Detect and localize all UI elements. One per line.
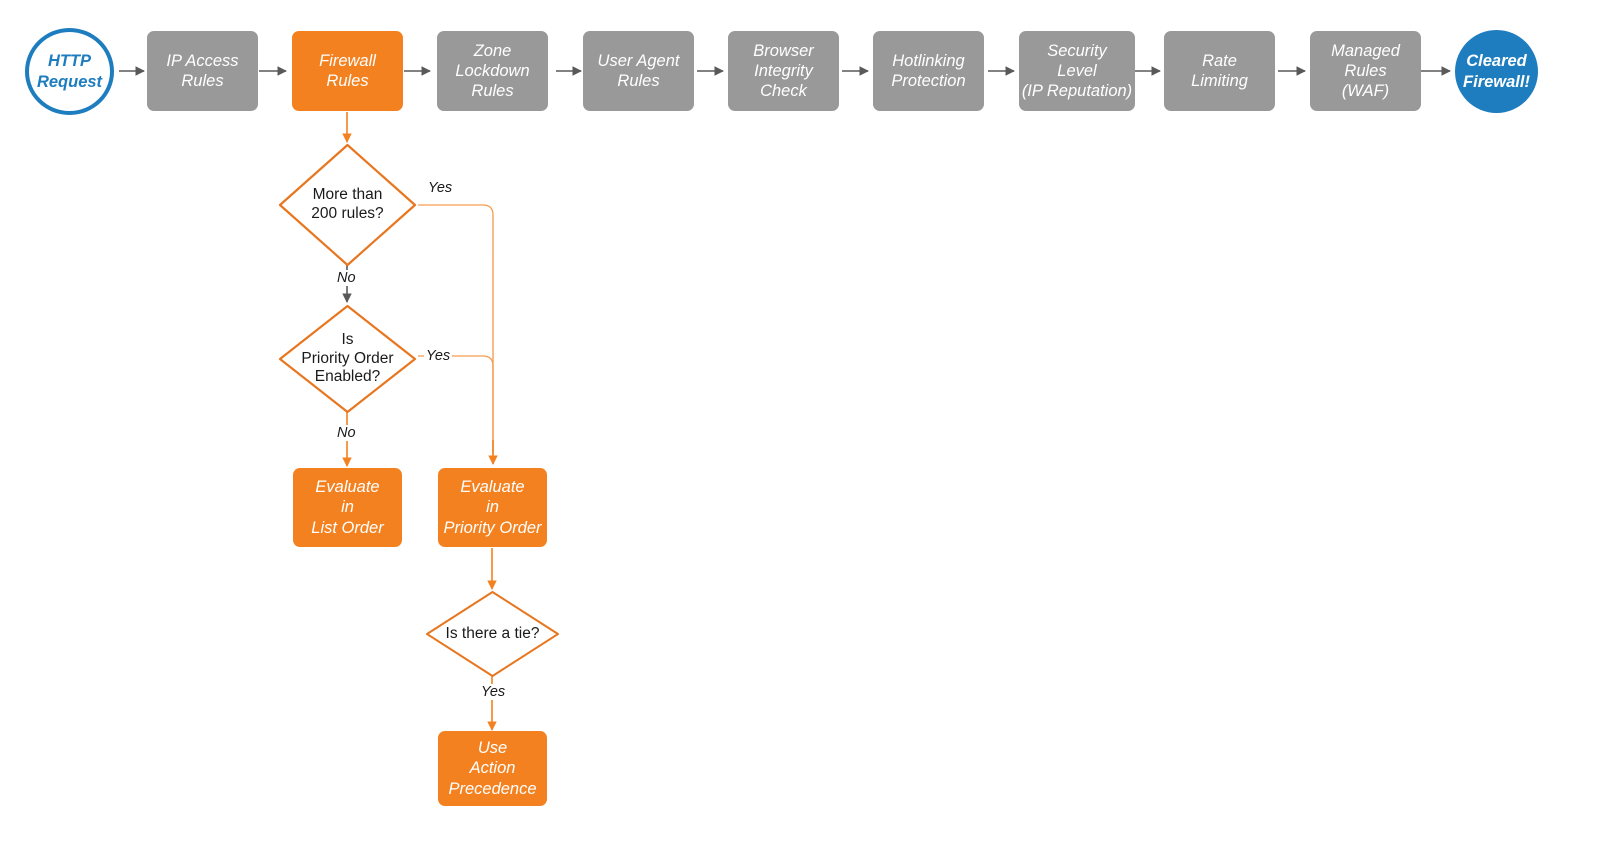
node-is-there-a-tie[interactable]: Is there a tie? bbox=[424, 589, 561, 679]
node-evaluate-in-priority-order[interactable]: Evaluate in Priority Order bbox=[438, 468, 547, 547]
node-browser-integrity-check[interactable]: Browser Integrity Check bbox=[728, 31, 839, 111]
diamond-outline bbox=[278, 143, 417, 267]
edge-yes-200-branch bbox=[418, 204, 494, 455]
edge-label-no-priority: No bbox=[335, 425, 358, 441]
edge-label-yes-200: Yes bbox=[426, 180, 455, 196]
node-evaluate-in-list-order[interactable]: Evaluate in List Order bbox=[293, 468, 402, 547]
edge-label-yes-priority: Yes bbox=[424, 348, 453, 364]
decision-label: More than 200 rules? bbox=[311, 186, 384, 222]
node-managed-rules-waf[interactable]: Managed Rules (WAF) bbox=[1310, 31, 1421, 111]
decision-label: Is there a tie? bbox=[445, 624, 540, 642]
node-is-priority-order-enabled[interactable]: Is Priority Order Enabled? bbox=[277, 303, 418, 415]
node-firewall-rules[interactable]: Firewall Rules bbox=[292, 31, 403, 111]
node-security-level[interactable]: Security Level (IP Reputation) bbox=[1019, 31, 1135, 111]
edge-yes-priority-branch bbox=[418, 355, 494, 455]
node-more-than-200-rules[interactable]: More than 200 rules? bbox=[277, 142, 418, 268]
node-rate-limiting[interactable]: Rate Limiting bbox=[1164, 31, 1275, 111]
diamond-outline bbox=[426, 591, 559, 677]
node-zone-lockdown-rules[interactable]: Zone Lockdown Rules bbox=[437, 31, 548, 111]
edge-label-yes-tie: Yes bbox=[479, 684, 508, 700]
diamond-outline bbox=[278, 304, 417, 414]
node-user-agent-rules[interactable]: User Agent Rules bbox=[583, 31, 694, 111]
edge-label-no-200: No bbox=[335, 270, 358, 286]
node-cleared-firewall[interactable]: Cleared Firewall! bbox=[1455, 30, 1538, 113]
decision-label: Is Priority Order Enabled? bbox=[301, 330, 394, 386]
node-http-request[interactable]: HTTP Request bbox=[25, 28, 114, 115]
node-hotlinking-protection[interactable]: Hotlinking Protection bbox=[873, 31, 984, 111]
node-ip-access-rules[interactable]: IP Access Rules bbox=[147, 31, 258, 111]
node-use-action-precedence[interactable]: Use Action Precedence bbox=[438, 731, 547, 806]
